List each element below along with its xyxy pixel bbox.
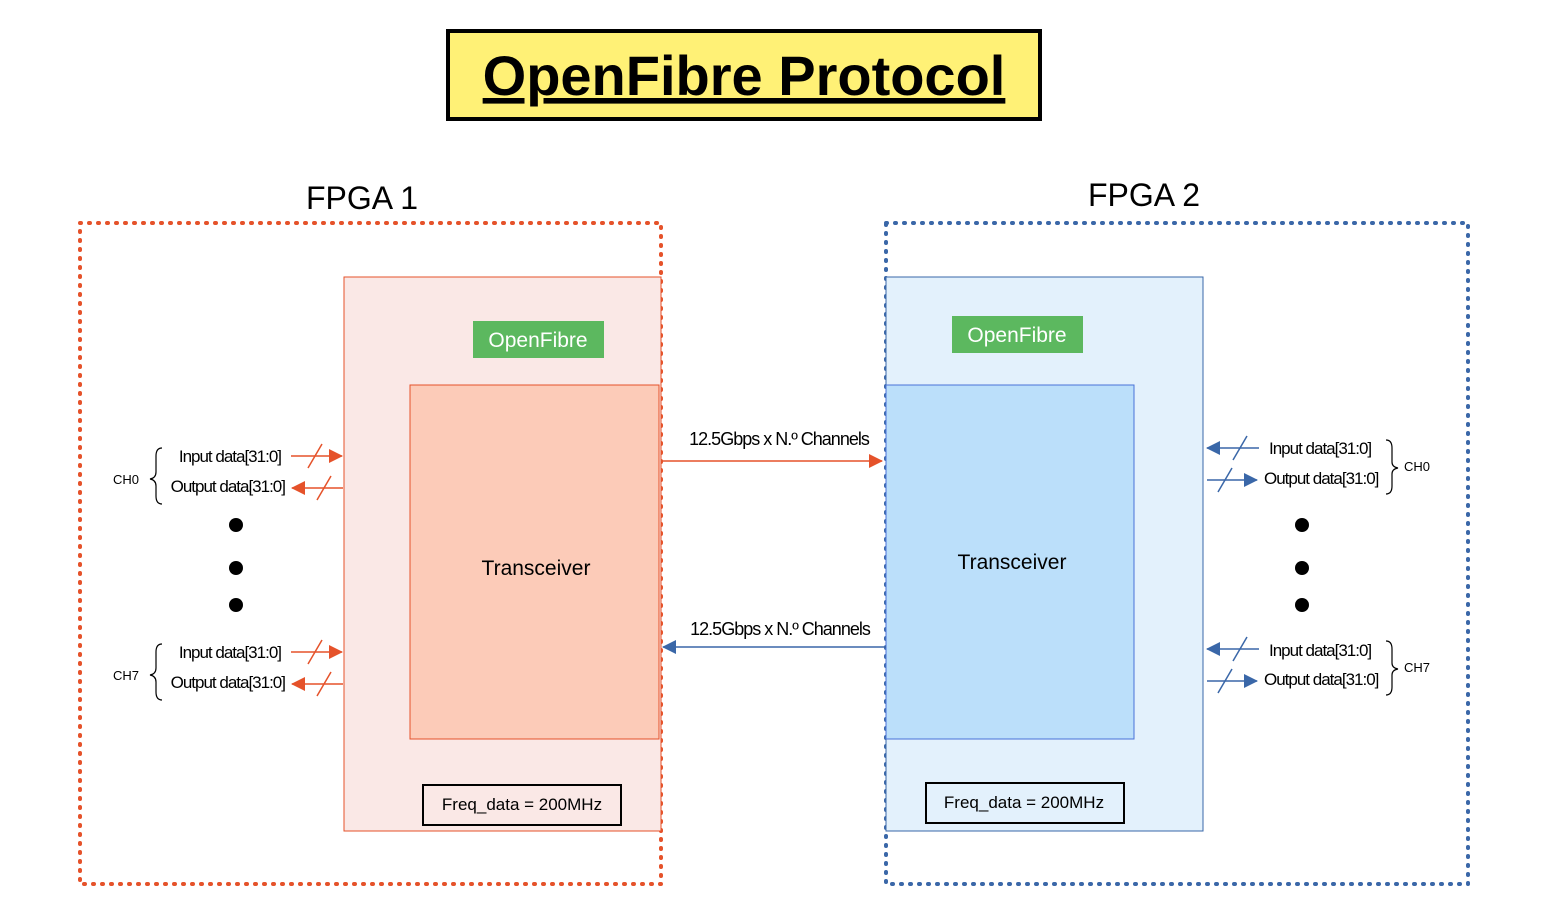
fpga2-openfibre-label: OpenFibre [967, 324, 1066, 347]
bus-slash-icon [307, 639, 323, 665]
fpga2-freq-box [925, 782, 1125, 824]
fpga2-transceiver [885, 384, 1135, 740]
fpga1-ch0-group: Input data[31:0] Output data[31:0] CH0 [113, 443, 343, 505]
bus-slash-icon [316, 671, 332, 697]
fpga1-openfibre-badge [473, 321, 604, 358]
brace-icon [1385, 439, 1399, 495]
brace-icon [149, 643, 163, 701]
bus-slash-icon [1232, 636, 1248, 662]
fpga2-ch7-output-label: Output data[31:0] [1264, 670, 1379, 689]
fpga1-ch0-name: CH0 [113, 472, 139, 487]
link-rx: 12.5Gbps x N.º Channels [662, 619, 886, 654]
fpga2-ch7-group: Input data[31:0] Output data[31:0] CH7 [1206, 636, 1430, 696]
fpga2-ch0-output-label: Output data[31:0] [1264, 469, 1379, 488]
fpga1-label: FPGA 1 [306, 180, 418, 216]
ellipsis-dot [229, 598, 243, 612]
link-rx-label: 12.5Gbps x N.º Channels [690, 619, 871, 639]
ellipsis-dot [229, 561, 243, 575]
bus-slash-icon [1217, 668, 1233, 694]
fpga1-transceiver [409, 384, 660, 740]
fpga2-ch0-input-label: Input data[31:0] [1269, 439, 1371, 458]
fpga2-boundary [884, 221, 1470, 886]
fpga2-openfibre-badge [952, 316, 1083, 353]
fpga1-ch0-output-label: Output data[31:0] [171, 477, 286, 496]
ellipsis-dot [1295, 561, 1309, 575]
link-tx-label: 12.5Gbps x N.º Channels [689, 429, 870, 449]
bus-slash-icon [1217, 467, 1233, 493]
ellipsis-dot [229, 518, 243, 532]
ellipsis-dot [1295, 598, 1309, 612]
fpga2-freq-label: Freq_data = 200MHz [944, 793, 1104, 812]
fpga2-ch7-name: CH7 [1404, 660, 1430, 675]
title-box: OpenFibre Protocol [446, 29, 1042, 121]
fpga1-transceiver-label: Transceiver [482, 557, 591, 580]
bus-slash-icon [316, 475, 332, 501]
brace-icon [149, 447, 163, 505]
bus-slash-icon [307, 443, 323, 469]
bus-slash-icon [1232, 435, 1248, 461]
fpga2-label: FPGA 2 [1088, 177, 1200, 213]
fpga1-ch7-output-label: Output data[31:0] [171, 673, 286, 692]
fpga1-ch7-group: Input data[31:0] Output data[31:0] CH7 [113, 639, 343, 701]
fpga1-freq-box [422, 784, 622, 826]
link-tx: 12.5Gbps x N.º Channels [661, 429, 883, 468]
fpga1-ch0-input-label: Input data[31:0] [179, 447, 281, 466]
fpga2-ch7-input-label: Input data[31:0] [1269, 641, 1371, 660]
brace-icon [1385, 640, 1399, 696]
fpga2-transceiver-label: Transceiver [958, 551, 1067, 574]
fpga1-freq-label: Freq_data = 200MHz [442, 795, 602, 814]
fpga2-ch0-group: Input data[31:0] Output data[31:0] CH0 [1206, 435, 1430, 495]
fpga1-openfibre-label: OpenFibre [488, 329, 587, 352]
fpga2-ch0-name: CH0 [1404, 459, 1430, 474]
fpga1-ch7-name: CH7 [113, 668, 139, 683]
page-title: OpenFibre Protocol [483, 44, 1006, 107]
ellipsis-dot [1295, 518, 1309, 532]
fpga1-ch7-input-label: Input data[31:0] [179, 643, 281, 662]
